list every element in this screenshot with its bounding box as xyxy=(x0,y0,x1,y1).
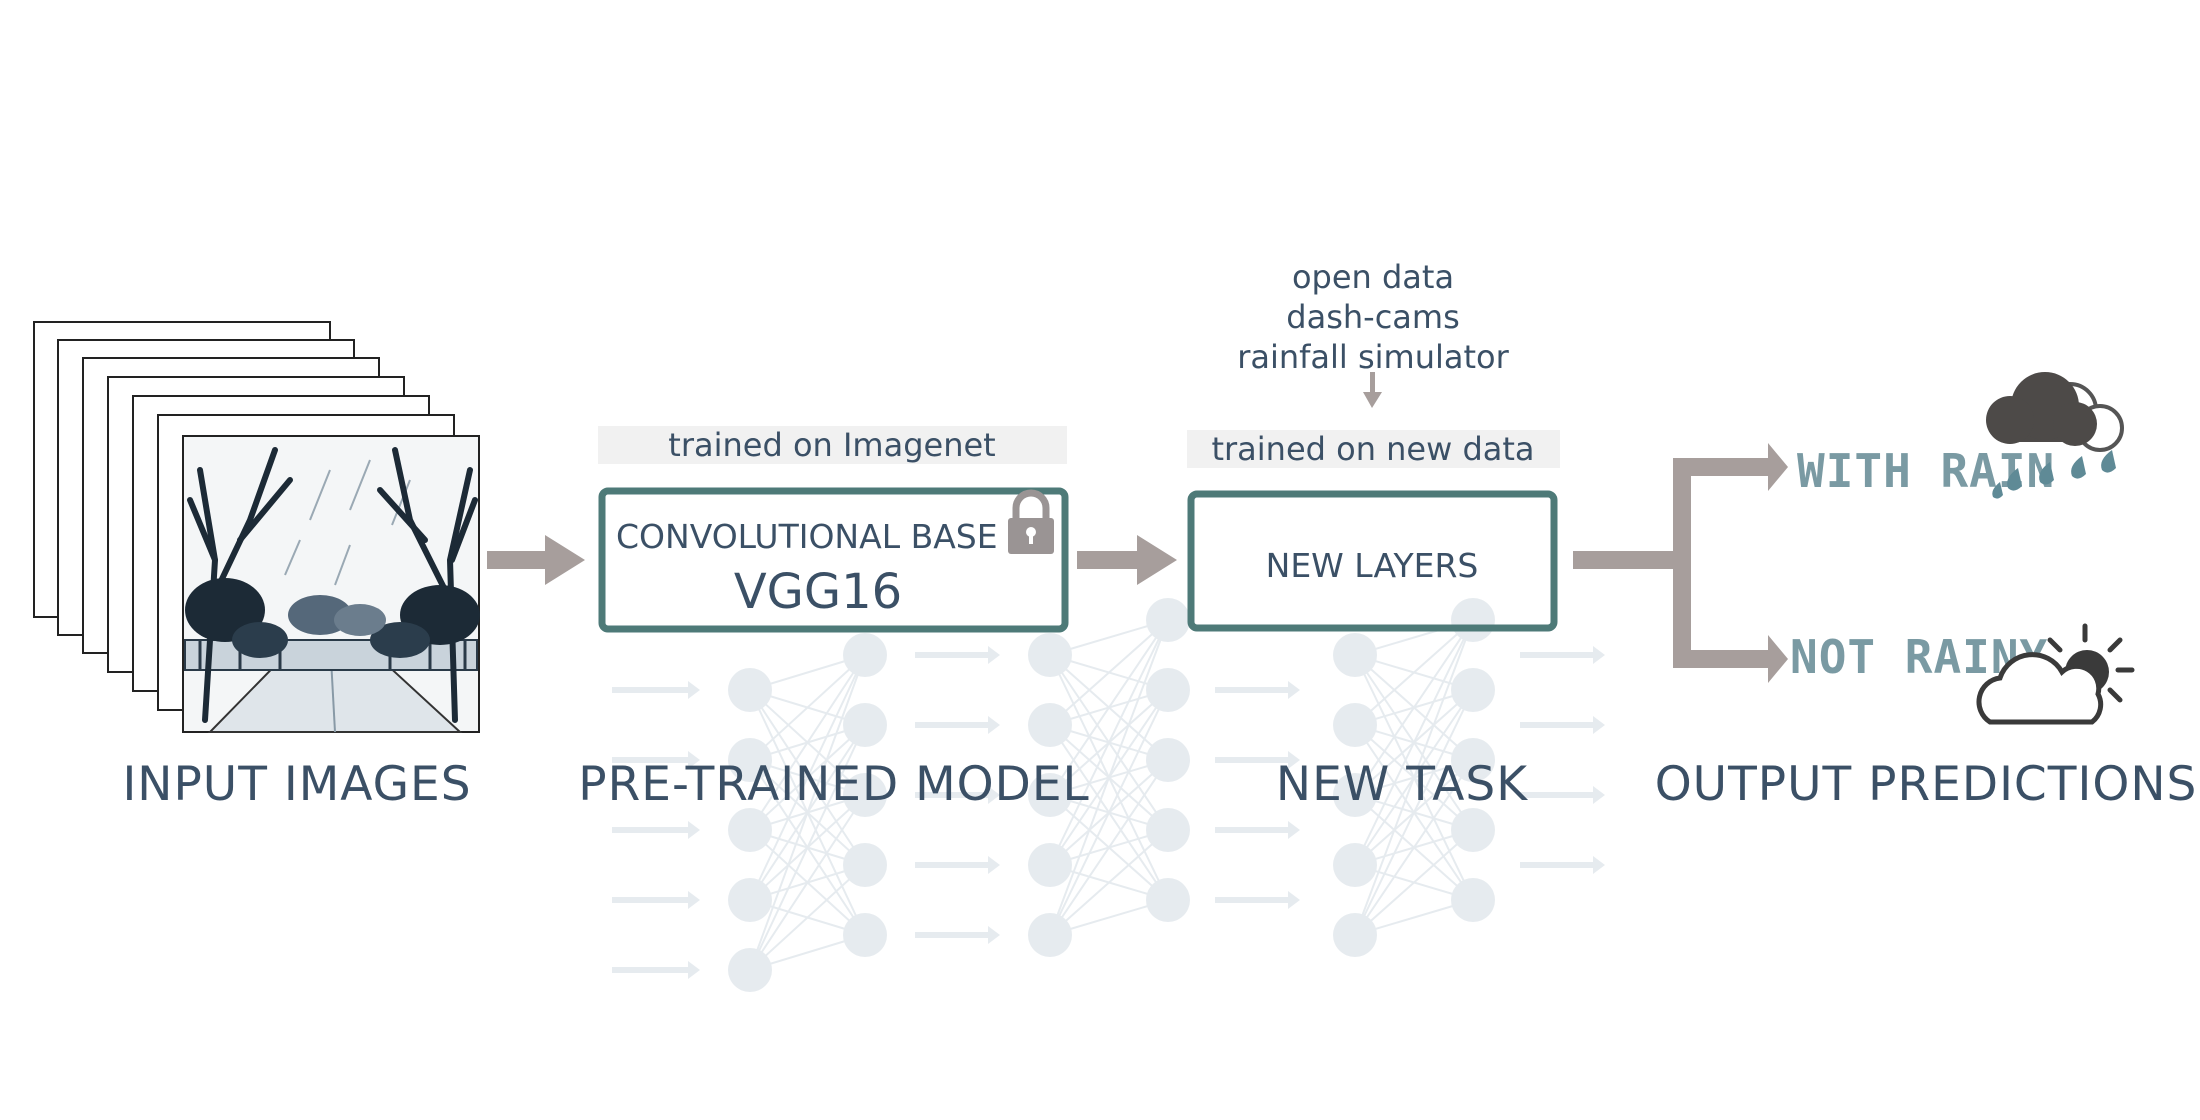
lock-icon xyxy=(1008,489,1054,554)
network-node xyxy=(843,703,887,747)
source-open-data: open data xyxy=(1292,258,1454,296)
source-arrow xyxy=(1363,372,1382,408)
faded-neural-network xyxy=(612,598,1605,992)
vgg16-label: VGG16 xyxy=(734,564,902,620)
network-arrow-head xyxy=(1593,646,1605,664)
network-connection xyxy=(1049,689,1169,936)
network-node xyxy=(1028,633,1072,677)
rain-cloud-icon xyxy=(1986,372,2124,499)
network-node xyxy=(728,668,772,712)
network-connection xyxy=(749,794,866,971)
network-connection xyxy=(1354,619,1474,726)
road-sketch-image xyxy=(182,435,480,733)
network-connection xyxy=(1354,689,1474,936)
network-node xyxy=(843,843,887,887)
source-dash-cams: dash-cams xyxy=(1286,298,1459,336)
network-connection xyxy=(749,654,866,901)
network-node xyxy=(728,878,772,922)
network-node xyxy=(1451,878,1495,922)
new-data-note-background xyxy=(1187,430,1560,468)
network-node xyxy=(843,633,887,677)
network-connection xyxy=(749,864,866,971)
network-arrow-head xyxy=(688,681,700,699)
network-connection xyxy=(1354,759,1474,936)
network-node xyxy=(1028,703,1072,747)
caption-pre-trained-model: PRE-TRAINED MODEL xyxy=(578,757,1089,812)
network-arrow-head xyxy=(688,891,700,909)
network-arrow-head xyxy=(688,961,700,979)
network-connection xyxy=(1049,619,1169,796)
new-layers-box xyxy=(1187,490,1558,632)
network-arrow-head xyxy=(1288,891,1300,909)
network-node xyxy=(1451,738,1495,782)
sun-cloud-icon xyxy=(1976,623,2135,725)
network-node xyxy=(1451,808,1495,852)
network-node xyxy=(1146,738,1190,782)
network-node xyxy=(843,773,887,817)
new-layers-label: NEW LAYERS xyxy=(1266,546,1479,585)
network-node xyxy=(843,913,887,957)
network-arrow-head xyxy=(1593,786,1605,804)
network-node xyxy=(1146,598,1190,642)
caption-output-predictions: OUTPUT PREDICTIONS xyxy=(1655,757,2198,812)
network-arrow-head xyxy=(1288,681,1300,699)
network-node xyxy=(1451,668,1495,712)
network-arrow-head xyxy=(988,716,1000,734)
network-node xyxy=(1146,668,1190,712)
network-connection xyxy=(1354,829,1474,936)
network-node xyxy=(1333,773,1377,817)
network-node xyxy=(1333,913,1377,957)
network-node xyxy=(728,808,772,852)
network-connection xyxy=(1049,619,1169,726)
network-node xyxy=(1028,913,1072,957)
network-node xyxy=(1333,703,1377,747)
network-node xyxy=(1146,878,1190,922)
network-connection xyxy=(1354,619,1474,936)
network-connection xyxy=(749,654,866,831)
convolutional-base-box xyxy=(598,487,1069,633)
network-arrow-head xyxy=(1288,751,1300,769)
network-arrow-head xyxy=(1288,821,1300,839)
network-node xyxy=(1028,843,1072,887)
network-arrow-head xyxy=(1593,716,1605,734)
network-connection xyxy=(1354,619,1474,866)
imagenet-note: trained on Imagenet xyxy=(668,426,995,464)
network-node xyxy=(1451,598,1495,642)
caption-new-task: NEW TASK xyxy=(1276,757,1528,812)
network-connection xyxy=(1049,759,1169,936)
network-node xyxy=(728,738,772,782)
flow-arrows xyxy=(487,443,1788,683)
network-connection xyxy=(1354,619,1474,796)
network-node xyxy=(728,948,772,992)
network-connection xyxy=(1049,829,1169,936)
network-node xyxy=(1146,808,1190,852)
network-connection xyxy=(749,654,866,761)
imagenet-note-background xyxy=(598,426,1067,464)
network-arrow-head xyxy=(988,786,1000,804)
convolutional-base-label: CONVOLUTIONAL BASE xyxy=(616,517,998,556)
network-arrow-head xyxy=(688,751,700,769)
network-arrow-head xyxy=(988,646,1000,664)
new-data-note: trained on new data xyxy=(1211,430,1534,468)
network-connection xyxy=(1049,619,1169,936)
network-arrow-head xyxy=(1593,856,1605,874)
caption-input-images: INPUT IMAGES xyxy=(122,757,471,812)
network-connection xyxy=(1049,619,1169,866)
network-arrow-head xyxy=(688,821,700,839)
network-node xyxy=(1333,843,1377,887)
network-connection xyxy=(749,654,866,971)
source-rainfall-simulator: rainfall simulator xyxy=(1237,338,1509,376)
network-arrow-head xyxy=(988,926,1000,944)
input-image-stack xyxy=(33,321,480,733)
network-connection xyxy=(749,724,866,971)
network-node xyxy=(1333,633,1377,677)
network-arrow-head xyxy=(988,856,1000,874)
network-node xyxy=(1028,773,1072,817)
